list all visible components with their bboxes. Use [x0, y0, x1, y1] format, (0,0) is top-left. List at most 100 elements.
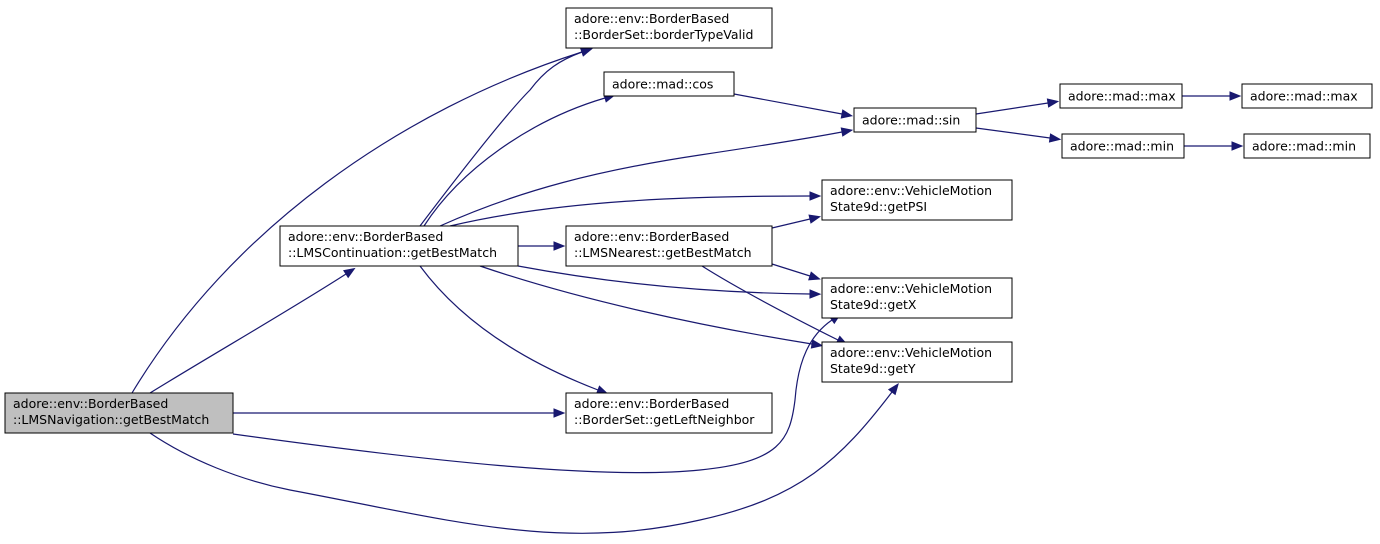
edges-layer — [131, 47, 1244, 534]
node-box — [821, 277, 1013, 319]
node-label-line: ::LMSContinuation::getBestMatch — [288, 245, 497, 260]
node-left[interactable]: adore::env::BorderBased::BorderSet::getL… — [565, 392, 773, 434]
node-label-line: ::BorderSet::borderTypeValid — [574, 27, 753, 42]
edge-line — [733, 93, 843, 115]
node-box — [1059, 83, 1183, 109]
edge-nearest-to-getx — [771, 263, 821, 281]
edge-line — [149, 391, 893, 534]
edge-cont-to-left — [419, 265, 609, 395]
node-box — [565, 7, 773, 49]
node-box — [1243, 133, 1371, 159]
edge-cos-to-sin — [733, 93, 854, 119]
edge-root-to-gety — [149, 382, 899, 534]
edge-root-to-left — [233, 408, 566, 418]
edge-line — [149, 273, 347, 394]
edge-arrowhead — [1229, 91, 1242, 101]
node-label-line: State9d::getY — [830, 361, 916, 376]
node-box — [1241, 83, 1373, 109]
edge-arrowhead — [553, 241, 566, 251]
edge-root-to-cont — [149, 267, 356, 394]
edge-min1-to-min2 — [1184, 141, 1244, 151]
edge-line — [479, 265, 813, 345]
edge-arrowhead — [887, 382, 899, 396]
edge-arrowhead — [553, 408, 566, 418]
node-nearest[interactable]: adore::env::BorderBased::LMSNearest::get… — [565, 225, 773, 267]
node-label-line: adore::mad::max — [1068, 89, 1176, 104]
node-label-line: adore::mad::cos — [612, 77, 713, 92]
node-label-line: adore::mad::min — [1070, 139, 1174, 154]
node-label-line: adore::env::BorderBased — [13, 396, 168, 411]
node-label-line: adore::env::BorderBased — [574, 229, 729, 244]
edge-line — [701, 265, 839, 341]
nodes-layer: adore::env::BorderBased::LMSNavigation::… — [4, 7, 1373, 434]
node-min2[interactable]: adore::mad::min — [1243, 133, 1371, 159]
node-label-line: ::BorderSet::getLeftNeighbor — [574, 412, 755, 427]
edge-arrowhead — [579, 47, 593, 57]
edge-arrowhead — [808, 214, 822, 224]
edge-line — [419, 265, 599, 391]
edge-arrowhead — [1048, 133, 1062, 143]
node-box — [565, 392, 773, 434]
node-label-line: adore::mad::sin — [862, 113, 960, 128]
node-label-line: adore::env::VehicleMotion — [830, 183, 992, 198]
edge-line — [975, 102, 1049, 115]
node-label-line: adore::env::VehicleMotion — [830, 281, 992, 296]
node-box — [279, 225, 519, 267]
node-max1[interactable]: adore::mad::max — [1059, 83, 1183, 109]
edge-cont-to-nearest — [518, 241, 566, 251]
node-box — [821, 341, 1013, 383]
edge-line — [975, 127, 1051, 139]
edge-arrowhead — [810, 339, 824, 349]
edge-sin-to-min1 — [975, 127, 1062, 143]
edge-cont-to-btv — [419, 47, 593, 227]
edge-cont-to-psi — [449, 191, 822, 227]
node-box — [821, 179, 1013, 221]
edge-sin-to-max1 — [975, 98, 1060, 115]
edge-arrowhead — [809, 191, 822, 201]
node-box — [1061, 133, 1185, 159]
node-box — [565, 225, 773, 267]
edge-cont-to-getx — [517, 265, 822, 299]
node-min1[interactable]: adore::mad::min — [1061, 133, 1185, 159]
node-label-line: adore::mad::min — [1252, 139, 1356, 154]
node-label-line: adore::env::BorderBased — [288, 229, 443, 244]
edge-arrowhead — [809, 289, 822, 299]
edge-line — [771, 263, 811, 277]
edge-line — [419, 51, 583, 227]
node-label-line: ::LMSNavigation::getBestMatch — [13, 412, 209, 427]
edge-line — [423, 97, 606, 227]
node-label-line: State9d::getPSI — [830, 199, 927, 214]
node-box — [4, 392, 234, 434]
node-box — [603, 71, 735, 97]
node-sin[interactable]: adore::mad::sin — [853, 107, 977, 133]
node-label-line: adore::env::VehicleMotion — [830, 345, 992, 360]
node-cont[interactable]: adore::env::BorderBased::LMSContinuation… — [279, 225, 519, 267]
node-root[interactable]: adore::env::BorderBased::LMSNavigation::… — [4, 392, 234, 434]
edge-line — [517, 265, 811, 295]
node-btv[interactable]: adore::env::BorderBased::BorderSet::bord… — [565, 7, 773, 49]
edge-line — [449, 195, 811, 227]
edge-arrowhead — [343, 267, 356, 279]
edge-nearest-to-psi — [771, 214, 822, 229]
edge-arrowhead — [840, 127, 854, 137]
node-box — [853, 107, 977, 133]
edge-line — [439, 131, 843, 227]
edge-line — [131, 51, 583, 394]
node-label-line: adore::env::BorderBased — [574, 11, 729, 26]
edge-root-to-btv — [131, 47, 593, 394]
edge-line — [232, 319, 833, 474]
node-label-line: ::LMSNearest::getBestMatch — [574, 245, 752, 260]
edge-arrowhead — [1231, 141, 1244, 151]
node-max2[interactable]: adore::mad::max — [1241, 83, 1373, 109]
edge-line — [771, 218, 811, 229]
edge-max1-to-max2 — [1182, 91, 1242, 101]
node-label-line: State9d::getX — [830, 297, 917, 312]
node-label-line: adore::env::BorderBased — [574, 396, 729, 411]
edge-arrowhead — [1046, 98, 1060, 108]
node-cos[interactable]: adore::mad::cos — [603, 71, 735, 97]
edge-arrowhead — [808, 271, 821, 281]
